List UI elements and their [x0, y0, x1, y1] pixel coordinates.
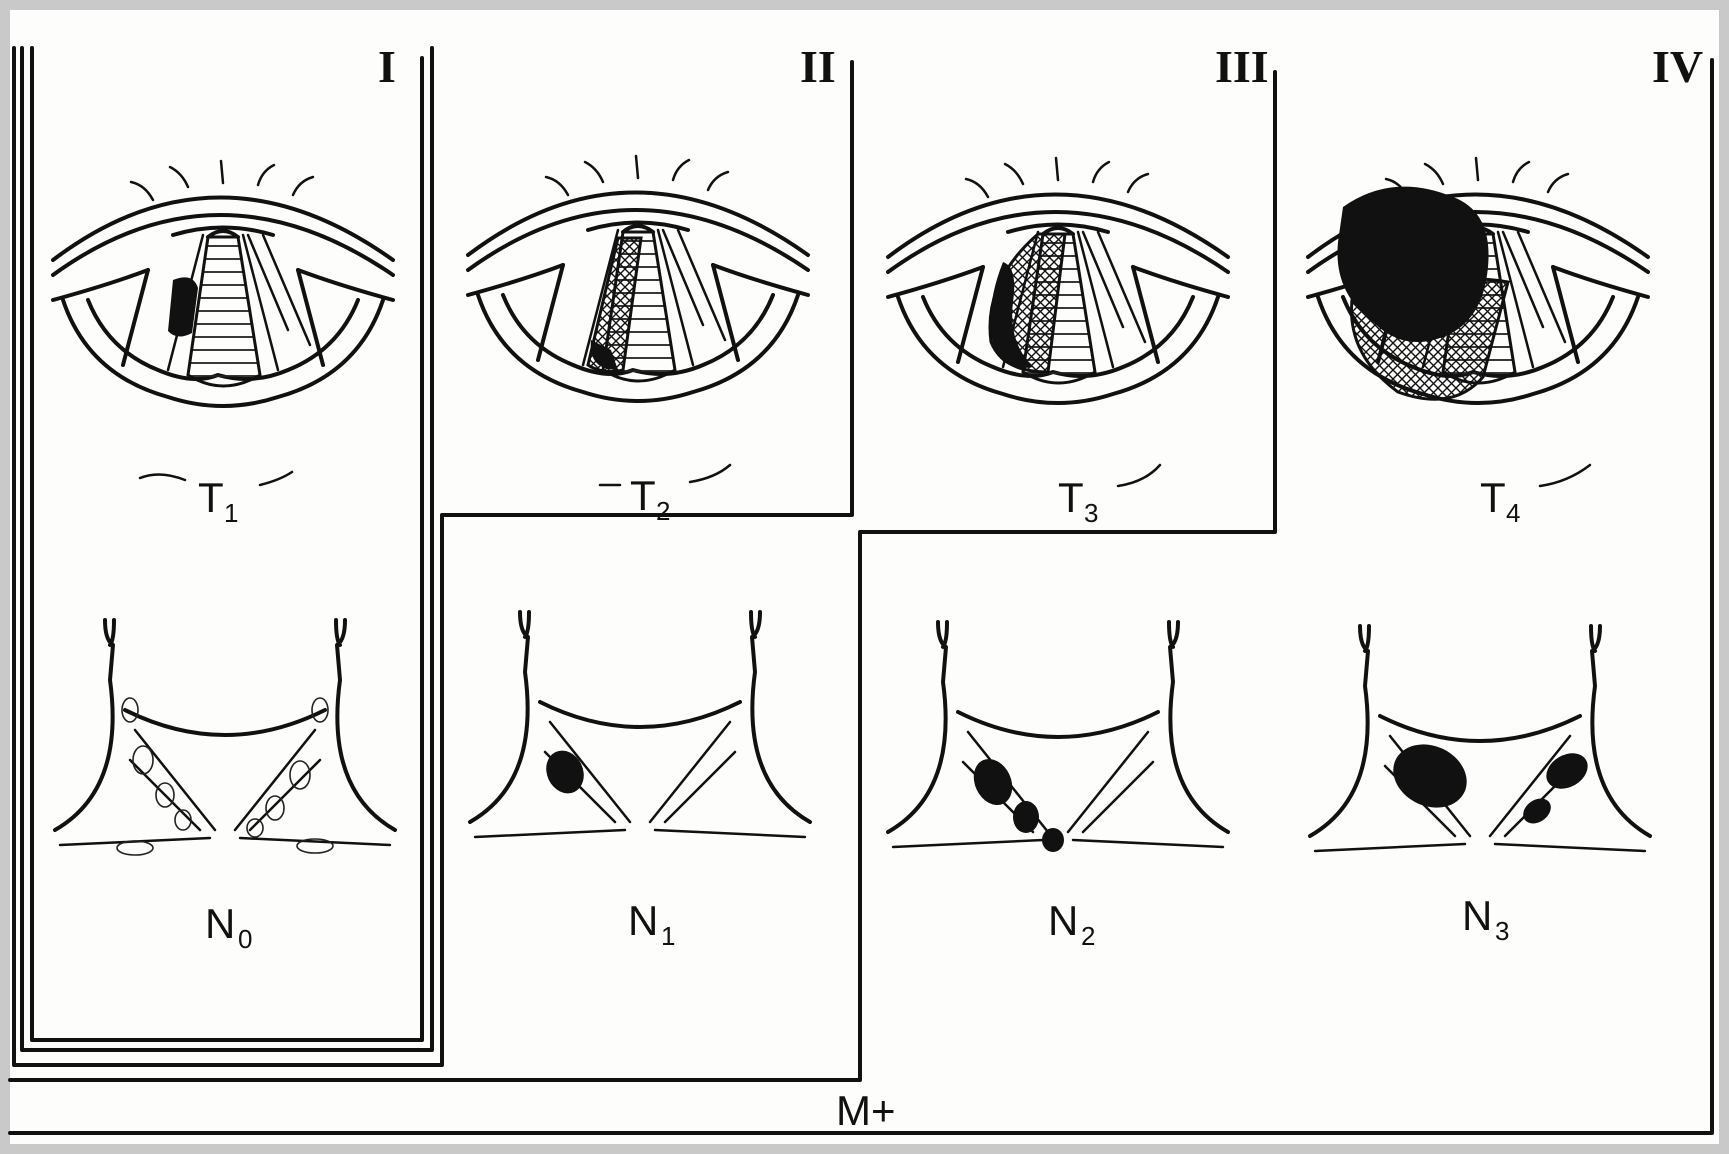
stage-label-4: IV [1652, 41, 1703, 92]
larynx-t1 [53, 161, 393, 406]
svg-text:T: T [630, 472, 656, 519]
neck-n1 [470, 612, 810, 837]
svg-text:3: 3 [1495, 916, 1509, 946]
stage-label-3: III [1215, 41, 1269, 92]
larynx-t4 [1308, 158, 1648, 403]
larynx-t2 [468, 156, 808, 401]
metastasis-label: M+ [836, 1087, 896, 1134]
neck-n2 [888, 622, 1228, 852]
larynx-t3 [888, 158, 1228, 403]
svg-text:T: T [1480, 474, 1506, 521]
t-label-1: T 1 [140, 472, 292, 528]
svg-text:N: N [1462, 892, 1492, 939]
svg-text:2: 2 [656, 496, 670, 526]
svg-text:N: N [628, 897, 658, 944]
svg-text:0: 0 [238, 924, 252, 954]
neck-n0 [55, 620, 395, 855]
svg-text:3: 3 [1084, 498, 1098, 528]
svg-text:2: 2 [1081, 921, 1095, 951]
svg-text:N: N [205, 900, 235, 947]
n-label-3: N 3 [1462, 892, 1509, 946]
svg-text:T: T [198, 474, 224, 521]
svg-text:T: T [1058, 474, 1084, 521]
svg-text:1: 1 [661, 921, 675, 951]
stage-label-2: II [800, 41, 836, 92]
svg-text:1: 1 [224, 498, 238, 528]
stage-label-1: I [378, 41, 396, 92]
n-label-1: N 1 [628, 897, 675, 951]
svg-text:N: N [1048, 897, 1078, 944]
t-label-3: T 3 [1058, 465, 1160, 528]
n-label-0: N 0 [205, 900, 252, 954]
svg-text:4: 4 [1506, 498, 1520, 528]
neck-n3 [1310, 626, 1650, 851]
n-label-2: N 2 [1048, 897, 1095, 951]
t-label-4: T 4 [1480, 465, 1590, 528]
